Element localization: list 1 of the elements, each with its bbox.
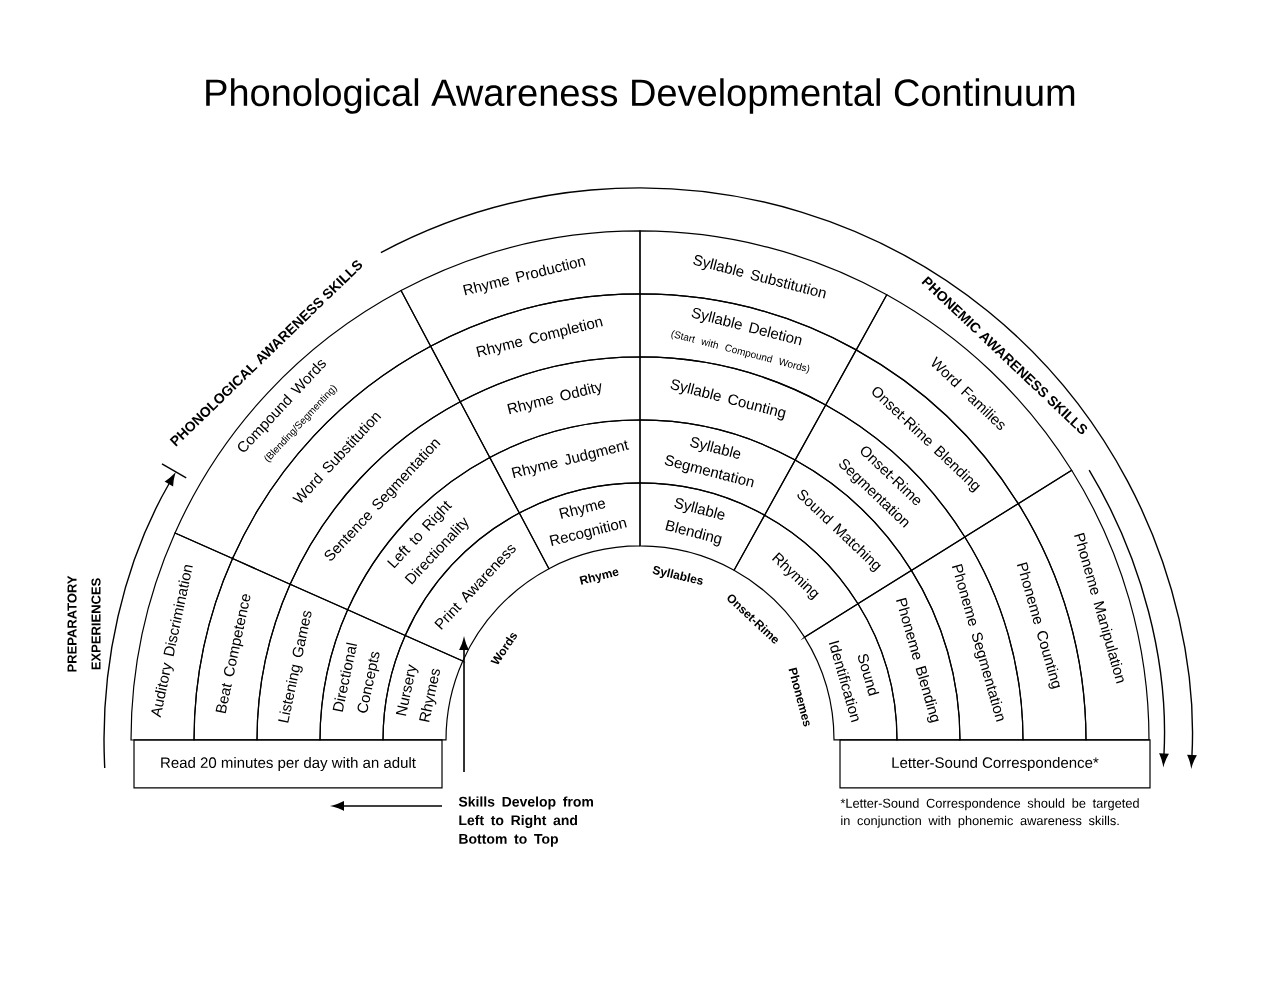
title: Phonological Awareness Developmental Continuum bbox=[206, 78, 1075, 114]
